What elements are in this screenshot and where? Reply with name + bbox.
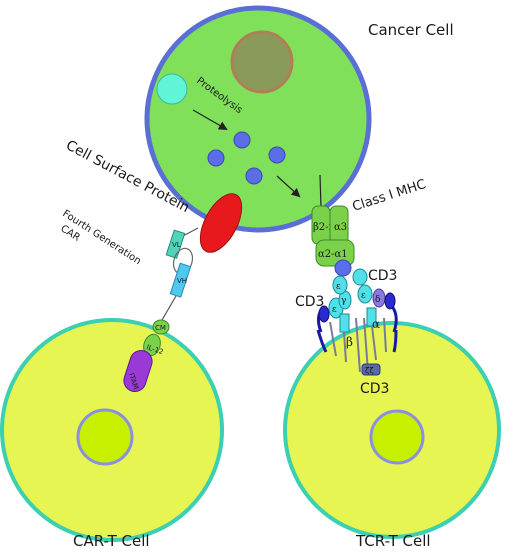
tm-line bbox=[329, 321, 337, 357]
car-linker bbox=[182, 227, 199, 237]
car-cm-domain bbox=[152, 319, 170, 335]
proteasome bbox=[156, 73, 188, 105]
tcr-beta-chain bbox=[339, 313, 350, 333]
tcr-alpha-chain bbox=[366, 307, 377, 327]
cell-surface-protein bbox=[199, 193, 243, 253]
tcr-t-cell-label: TCR-T Cell bbox=[355, 532, 431, 550]
peptide bbox=[268, 146, 286, 164]
presentation-arrow bbox=[276, 175, 301, 198]
zeta-tail-label: ζζ bbox=[365, 366, 374, 375]
cd3-epsilon-right bbox=[357, 284, 373, 304]
peptide bbox=[245, 167, 263, 185]
tcr-beta-label: β bbox=[346, 335, 353, 349]
tm-line bbox=[355, 317, 361, 373]
cd3-gamma-label: γ bbox=[341, 296, 346, 306]
cd3-epsilon-top bbox=[332, 275, 348, 295]
car-t-cell-label: CAR-T Cell bbox=[73, 532, 150, 550]
peptide bbox=[207, 149, 225, 167]
tm-line bbox=[371, 325, 377, 361]
cd3-delta-label: δ bbox=[375, 295, 380, 305]
cd3-left-tail bbox=[316, 329, 328, 353]
cd3-left-head bbox=[318, 305, 330, 323]
mhc-stalk bbox=[319, 174, 322, 209]
car-itam-domain bbox=[123, 349, 153, 393]
car-vh-domain bbox=[169, 262, 192, 298]
car-vl-domain bbox=[165, 229, 186, 259]
car-vh-label: VH bbox=[177, 277, 187, 285]
car-t-nucleus bbox=[76, 408, 134, 466]
cancer-cell-label: Cancer Cell bbox=[368, 21, 454, 39]
class-mhc-label: Class I MHC bbox=[351, 177, 428, 215]
cd3-epsilon-right-label: ε bbox=[361, 291, 366, 301]
tcr-alpha-label: α bbox=[372, 317, 380, 331]
cd3-right-head bbox=[384, 292, 396, 310]
car-vl-label: VL bbox=[172, 241, 181, 249]
cd3-epsilon-left-label: ε bbox=[332, 305, 337, 315]
tm-line bbox=[343, 331, 347, 363]
proteolysis-arrow bbox=[192, 109, 228, 130]
car-cm-label: CM bbox=[155, 324, 166, 332]
cd3-right-label: CD3 bbox=[368, 268, 397, 284]
tm-line bbox=[363, 317, 369, 373]
cd3-right-tail bbox=[392, 329, 398, 353]
peptide bbox=[233, 131, 251, 149]
cd3-bottom-label: CD3 bbox=[360, 381, 389, 397]
cancer-nucleus bbox=[230, 30, 294, 94]
mhc-a2a1-label: α2-α1 bbox=[318, 249, 348, 260]
tcr-t-nucleus bbox=[369, 409, 425, 465]
cd3-epsilon-top-label: ε bbox=[336, 282, 341, 292]
mhc-a3-label: α3 bbox=[334, 222, 347, 233]
tm-line bbox=[383, 317, 387, 353]
zeta-tail bbox=[361, 363, 381, 376]
car-transmembrane bbox=[161, 295, 177, 321]
mhc-b2m-label: β2-m bbox=[313, 222, 339, 233]
tcr-chain-top bbox=[352, 268, 368, 286]
cd3-left-label: CD3 bbox=[295, 294, 324, 310]
cancer-cell bbox=[144, 5, 372, 233]
presented-peptide bbox=[334, 259, 352, 277]
